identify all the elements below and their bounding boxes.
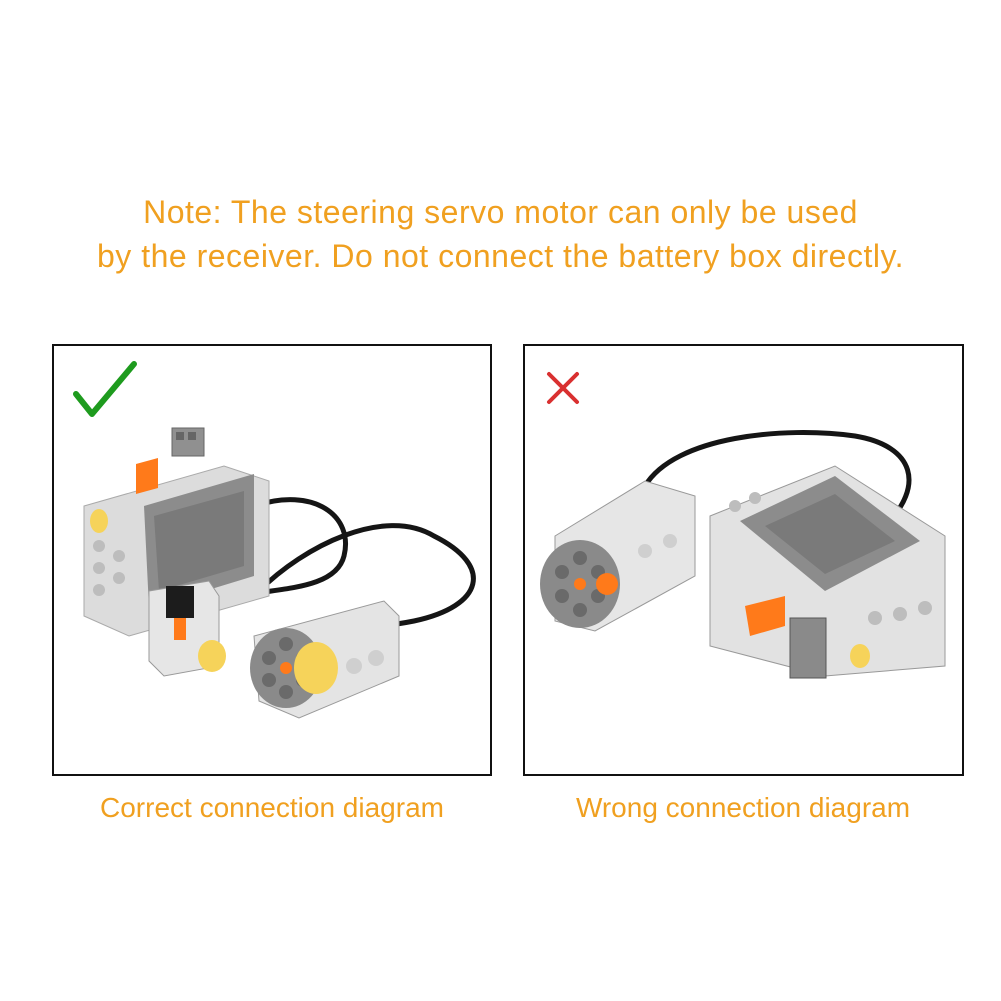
note-line-1: Note: The steering servo motor can only … [143,194,858,230]
receiver-box [83,427,270,637]
correct-connection-illustration [83,427,476,719]
wrong-caption: Wrong connection diagram [575,792,911,823]
correct-caption: Correct connection diagram [100,792,444,823]
receiver-module [148,580,226,677]
servo-motor [250,600,400,719]
cross-icon [547,372,579,404]
battery-box [709,465,946,679]
wrong-connection-illustration [540,430,946,679]
note-text: Note: The steering servo motor can only … [0,190,1001,278]
check-icon [73,361,137,417]
note-line-2: by the receiver. Do not connect the batt… [97,238,904,274]
correct-diagram-panel [52,344,492,776]
servo-motor [540,480,696,632]
wrong-diagram-panel [523,344,964,776]
